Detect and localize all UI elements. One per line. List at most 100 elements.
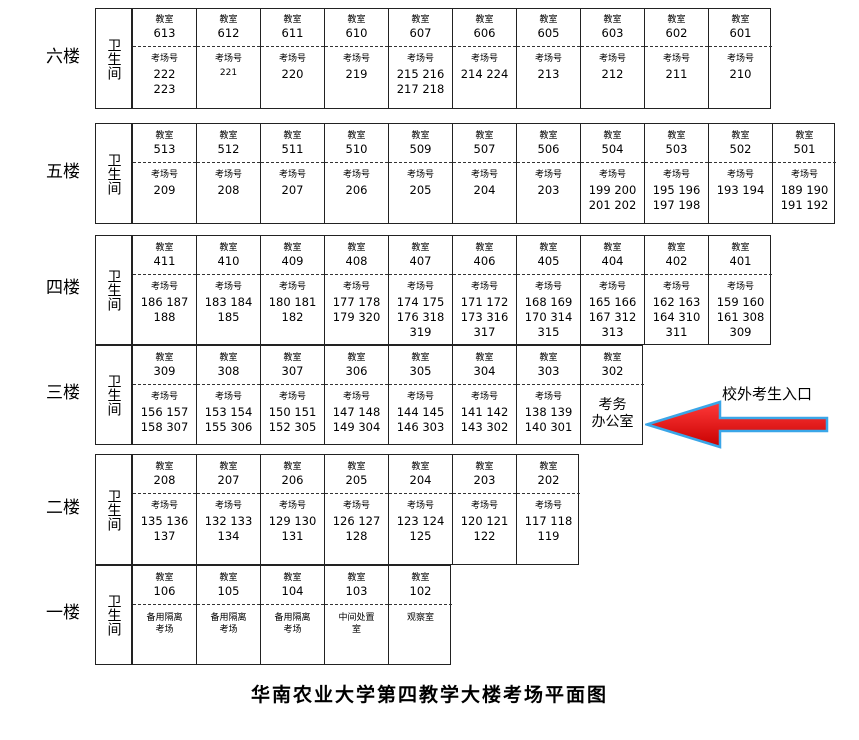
exam-info: 备用隔离考场: [261, 604, 324, 664]
exam-caption: 考场号: [534, 170, 562, 180]
exam-numbers: 132 133: [204, 514, 253, 528]
room-purpose: 中间处置: [338, 613, 375, 623]
room-caption: 教室: [475, 461, 494, 472]
exam-numbers: 119: [537, 529, 560, 543]
exam-caption: 考场号: [662, 54, 690, 64]
exam-caption: 考场号: [342, 170, 370, 180]
room-caption: 教室: [475, 15, 494, 25]
exam-caption: 考场号: [534, 54, 562, 64]
room-caption: 教室: [411, 242, 430, 253]
room-caption: 教室: [347, 242, 366, 253]
exam-caption: 考场号: [662, 170, 690, 180]
exam-numbers: 149 304: [332, 420, 381, 434]
exam-numbers: 141 142: [460, 405, 509, 419]
exam-numbers: 168 169: [524, 295, 573, 309]
floor-label: 二楼: [46, 497, 80, 518]
exam-caption: 考场号: [470, 282, 498, 292]
room-number: 309: [153, 363, 176, 378]
room-number: 302: [601, 363, 624, 378]
exam-numbers: 147 148: [332, 405, 381, 419]
exam-numbers: 204: [473, 183, 496, 197]
room-caption: 教室: [283, 352, 302, 363]
room-purpose: 观察室: [406, 613, 434, 623]
exam-caption: 考场号: [726, 54, 754, 64]
room-number: 306: [345, 363, 368, 378]
room-number: 204: [409, 472, 432, 487]
exam-caption: 考场号: [726, 282, 754, 292]
room-caption: 教室: [347, 130, 366, 141]
exam-numbers: 167 312: [588, 310, 637, 324]
exam-numbers: 223: [153, 82, 176, 96]
exam-numbers: 173 316: [460, 310, 509, 324]
restroom-label: 卫生间: [105, 488, 122, 531]
exam-caption: 考场号: [150, 54, 178, 64]
exam-numbers: 201 202: [588, 198, 637, 212]
entrance-label: 校外考生入口: [722, 385, 813, 403]
room-number: 407: [409, 253, 432, 268]
exam-numbers: 158 307: [140, 420, 189, 434]
room-caption: 教室: [411, 15, 430, 25]
exam-caption: 考场号: [534, 392, 562, 402]
room-number: 203: [473, 472, 496, 487]
room-number: 513: [153, 141, 176, 156]
room-caption: 教室: [667, 15, 686, 25]
exam-caption: 考场号: [342, 54, 370, 64]
room-caption: 教室: [155, 130, 174, 141]
exam-caption: 考场号: [278, 170, 306, 180]
exam-caption: 考场号: [534, 501, 562, 511]
exam-numbers: 159 160: [716, 295, 765, 309]
room-number: 406: [473, 253, 496, 268]
exam-info: 备用隔离考场: [133, 604, 196, 664]
room-caption: 教室: [347, 15, 366, 25]
exam-numbers: 179 320: [332, 310, 381, 324]
exam-numbers: 191 192: [780, 198, 829, 212]
room-caption: 教室: [347, 461, 366, 472]
room-caption: 教室: [411, 352, 430, 363]
room-caption: 教室: [475, 242, 494, 253]
exam-numbers: 317: [473, 325, 496, 339]
exam-numbers: 220: [281, 67, 304, 81]
exam-numbers: 156 157: [140, 405, 189, 419]
exam-numbers: 161 308: [716, 310, 765, 324]
room-caption: 教室: [539, 130, 558, 141]
room-caption: 教室: [731, 242, 750, 253]
